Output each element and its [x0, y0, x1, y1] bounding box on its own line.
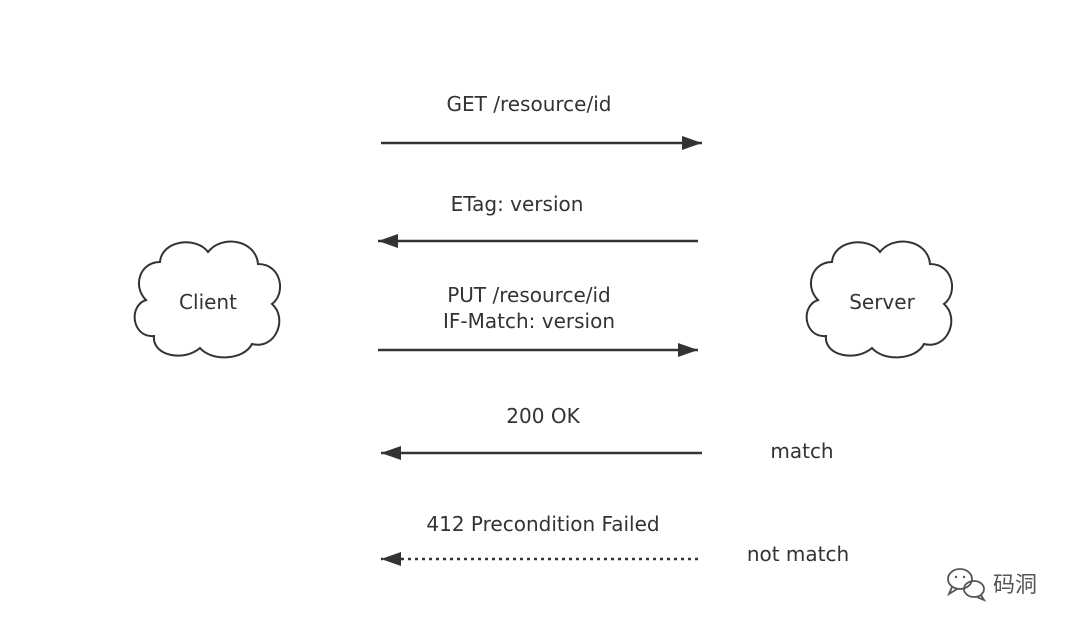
message-412: 412 Precondition Failed not match: [381, 512, 849, 566]
condition-not-match-label: not match: [747, 542, 849, 566]
condition-match-label: match: [770, 439, 833, 463]
client-node: Client: [133, 240, 281, 359]
wechat-icon: [947, 568, 987, 602]
watermark-text: 码洞: [993, 573, 1037, 598]
server-node: Server: [805, 240, 953, 359]
message-get-label: GET /resource/id: [447, 92, 612, 116]
server-label: Server: [849, 290, 915, 314]
message-put-label-line1: PUT /resource/id: [447, 283, 611, 307]
message-get: GET /resource/id: [381, 92, 702, 150]
server-cloud-shape: [805, 240, 953, 359]
message-put: PUT /resource/id IF-Match: version: [378, 283, 698, 357]
message-put-label-line2: IF-Match: version: [443, 309, 615, 333]
client-label: Client: [179, 290, 237, 314]
message-412-label: 412 Precondition Failed: [426, 512, 659, 536]
message-200: 200 OK match: [381, 404, 834, 463]
client-cloud-shape: [133, 240, 281, 359]
message-200-label: 200 OK: [506, 404, 580, 428]
watermark: 码洞: [947, 568, 1037, 602]
message-etag-label: ETag: version: [451, 192, 584, 216]
message-etag: ETag: version: [378, 192, 698, 248]
